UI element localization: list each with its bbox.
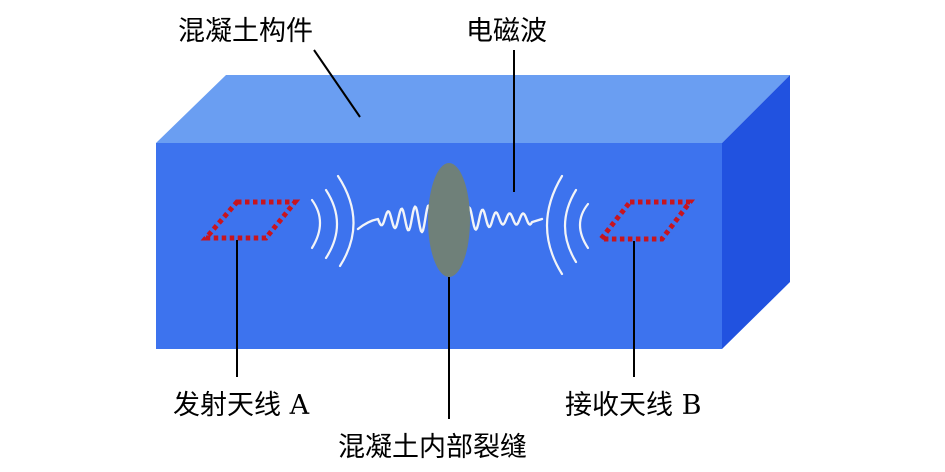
wavefront-arc [310,198,322,250]
emitted-wavefronts [310,174,355,268]
wavefront-arc [578,202,590,250]
leader-lines [236,49,635,419]
concrete-block [156,75,790,349]
internal-crack-ellipse [428,163,470,277]
block-top-face [156,75,790,143]
label-concrete-member: 混凝土构件 [178,16,313,47]
label-transmit-antenna: 发射天线 A [173,390,310,421]
label-internal-crack: 混凝土内部裂缝 [338,432,527,463]
label-electromagnetic-wave: 电磁波 [466,16,547,47]
receive-antenna-outline [595,199,696,242]
received-wavefronts [546,174,590,276]
transmit-antenna-outline [200,199,301,241]
wavefront-arc [324,188,338,260]
wavefront-arc [564,188,578,264]
label-receive-antenna: 接收天线 B [565,390,702,421]
leader-line-member [313,49,361,118]
wavefront-arc [546,174,564,276]
wavefront-arc [336,174,355,268]
block-side-face [722,75,790,349]
